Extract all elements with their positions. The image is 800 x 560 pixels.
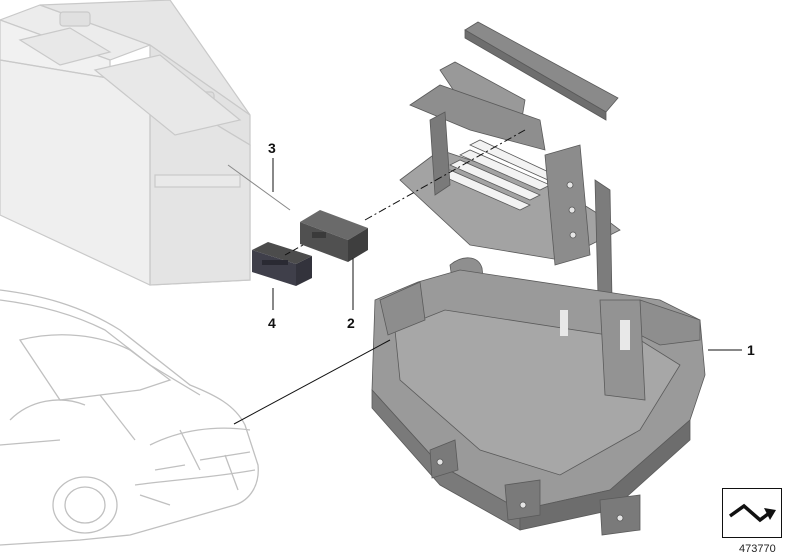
leader-line-car [233, 339, 391, 425]
zigzag-arrow-icon[interactable] [722, 488, 782, 538]
diagram-number: 473770 [739, 543, 776, 555]
car-outline-illustration [0, 289, 259, 546]
leader-lines [227, 129, 742, 425]
dashdot-line-lower [284, 244, 304, 256]
battery-illustration [0, 0, 251, 286]
leader-line-3b [227, 164, 291, 211]
connector-cover-part [252, 242, 312, 286]
callout-1[interactable]: 1 [747, 342, 755, 358]
callout-3[interactable]: 3 [268, 140, 276, 156]
dashdot-line-upper [364, 129, 526, 221]
control-module-part [300, 210, 368, 262]
callout-4[interactable]: 4 [268, 315, 276, 331]
battery-tray-part [371, 21, 706, 536]
callout-2[interactable]: 2 [347, 315, 355, 331]
